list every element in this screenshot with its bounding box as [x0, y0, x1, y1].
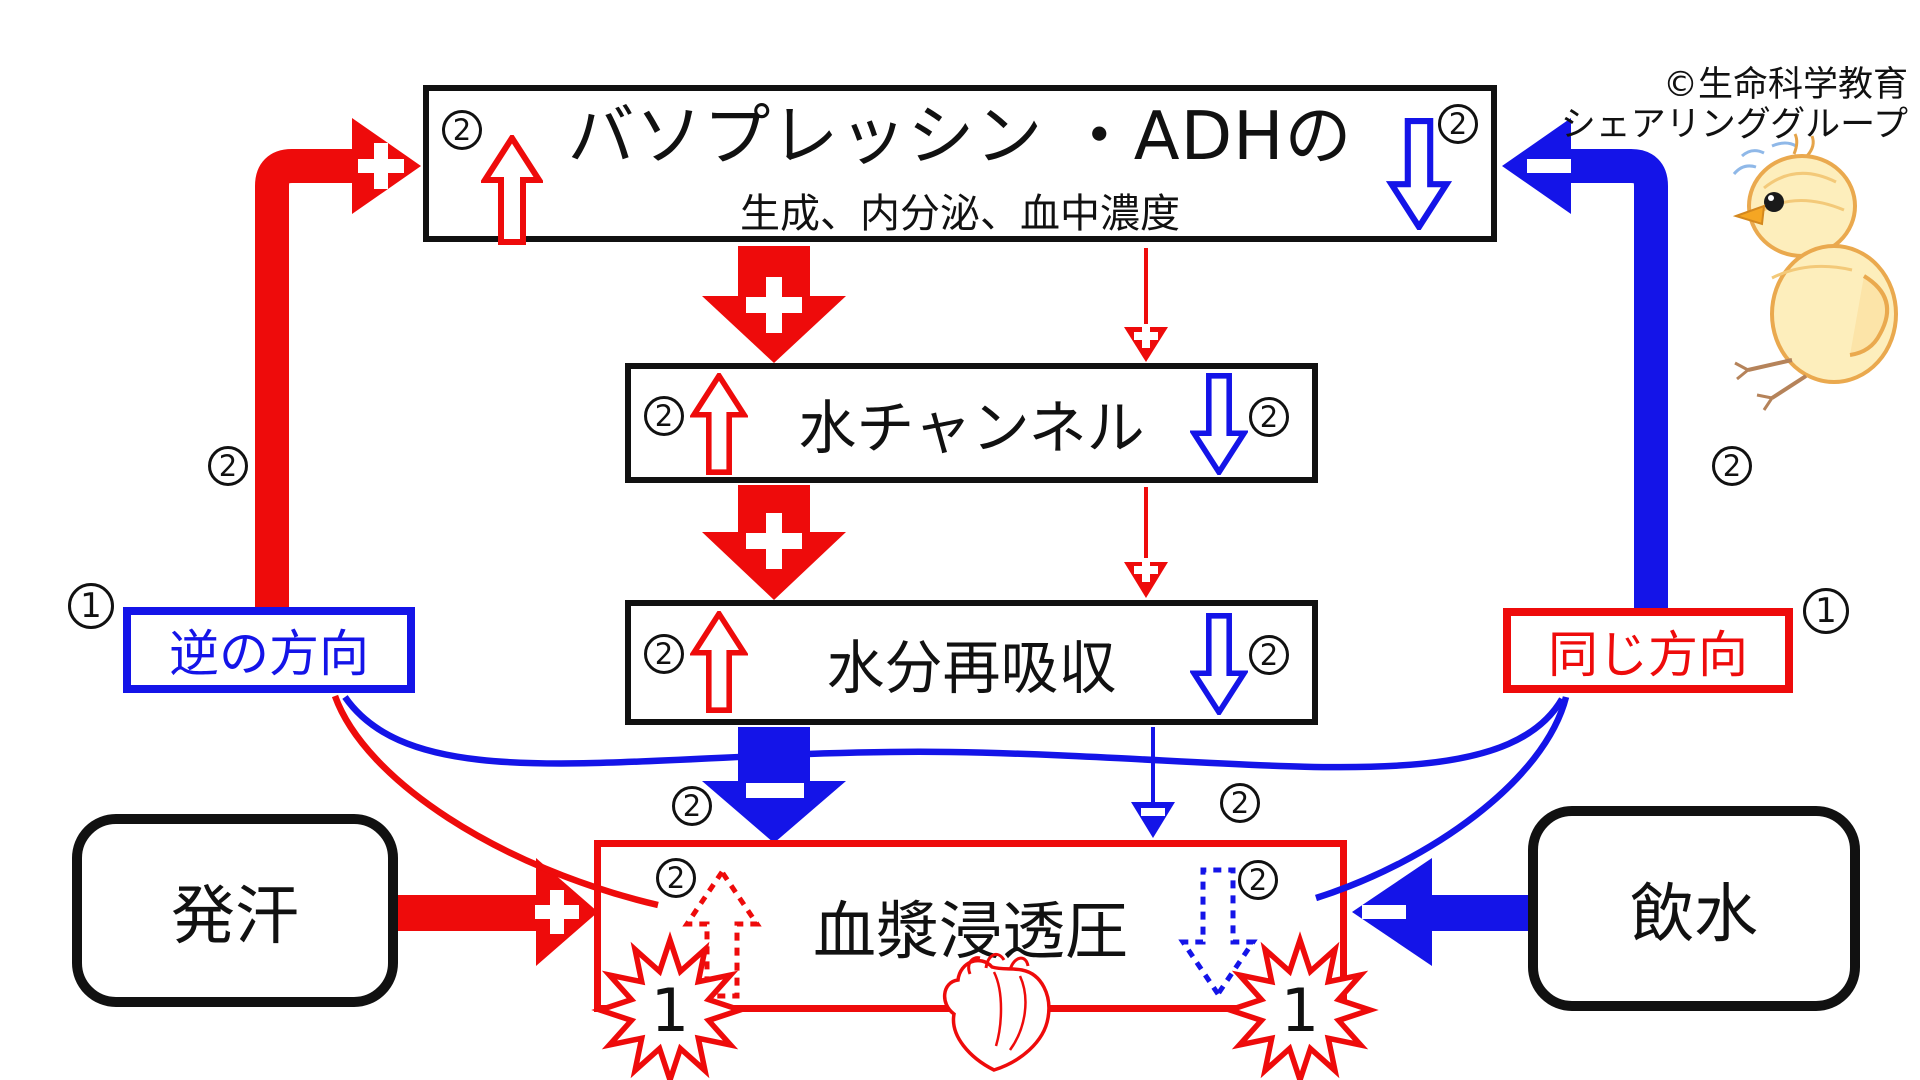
plus-sign — [1134, 324, 1158, 348]
decrease-arrow-icon — [1386, 118, 1452, 230]
vasopressin-title: バソプレッシン ・ADHの — [567, 97, 1353, 175]
starburst-right-number: 1 — [1281, 976, 1319, 1046]
plus-sign — [1134, 558, 1158, 582]
label-opposite-direction: 逆の方向 — [123, 607, 415, 693]
badge-blue-arrow-left: 2 — [672, 786, 712, 826]
badge-water-reabsorption-decrease: 2 — [1249, 635, 1289, 675]
plus-sign — [358, 143, 404, 189]
badge-opposite-direction-step: 1 — [68, 583, 114, 629]
starburst-left: 1 — [591, 931, 749, 1080]
decrease-arrow-icon — [1190, 373, 1248, 475]
increase-arrow-icon — [690, 373, 748, 475]
dotted-increase-arrow-icon — [682, 867, 762, 999]
increase-arrow-icon — [690, 611, 748, 713]
heart-illustration — [943, 952, 1051, 1072]
drinking-blue-arrow — [1352, 858, 1530, 966]
drinking-title: 飲水 — [1630, 877, 1758, 952]
same-direction-text: 同じ方向 — [1548, 625, 1748, 684]
opposite-direction-text: 逆の方向 — [169, 625, 369, 683]
minus-sign — [1527, 159, 1571, 173]
box-drinking: 飲水 — [1528, 806, 1860, 1011]
badge-same-direction-step: 1 — [1803, 588, 1849, 634]
badge-water-channel-decrease: 2 — [1249, 397, 1289, 437]
sweating-title: 発汗 — [171, 879, 299, 954]
badge-blue-feedback-path: 2 — [1712, 446, 1752, 486]
dotted-decrease-arrow-icon — [1178, 867, 1258, 999]
big-red-down-arrow-1 — [702, 246, 846, 363]
blue-elbow-up-arrow — [1502, 118, 1668, 640]
minus-sign — [746, 783, 804, 798]
thin-red-down-arrow-2 — [1124, 487, 1168, 598]
chick-illustration — [1732, 133, 1898, 411]
copyright-line1: ©生命科学教育 — [1662, 65, 1908, 105]
plus-sign — [535, 890, 579, 934]
badge-water-channel-increase: 2 — [644, 396, 684, 436]
plus-sign — [746, 277, 802, 333]
badge-osmolarity-increase: 2 — [656, 858, 696, 898]
label-same-direction: 同じ方向 — [1503, 608, 1793, 693]
starburst-right: 1 — [1221, 931, 1379, 1080]
water-channel-title: 水チャンネル — [798, 394, 1145, 462]
big-red-down-arrow-2 — [702, 485, 846, 600]
increase-arrow-icon — [481, 135, 543, 245]
decrease-arrow-icon — [1190, 613, 1248, 715]
vasopressin-subtitle: 生成、内分泌、血中濃度 — [740, 191, 1180, 237]
badge-vasopressin-increase: 2 — [442, 110, 482, 150]
copyright-line2: シェアリンググループ — [1560, 104, 1908, 145]
badge-red-feedback-path: 2 — [208, 446, 248, 486]
starburst-left-number: 1 — [651, 976, 689, 1046]
box-sweating: 発汗 — [72, 814, 398, 1007]
opposite-direction-red-curve — [331, 694, 659, 909]
sweating-red-arrow — [396, 858, 598, 966]
water-reabsorption-title: 水分再吸収 — [826, 633, 1117, 702]
minus-sign — [1362, 905, 1406, 919]
box-water-channel: 水チャンネル — [625, 363, 1318, 483]
minus-sign — [1141, 808, 1165, 816]
red-elbow-up-arrow — [255, 118, 421, 640]
plus-sign — [746, 513, 802, 569]
badge-osmolarity-decrease: 2 — [1238, 860, 1278, 900]
same-direction-blue-curve — [1315, 696, 1570, 902]
box-water-reabsorption: 水分再吸収 — [625, 600, 1318, 725]
badge-vasopressin-decrease: 2 — [1438, 104, 1478, 144]
thin-blue-down-arrow — [1131, 727, 1175, 838]
box-vasopressin-adh: バソプレッシン ・ADHの 生成、内分泌、血中濃度 — [423, 85, 1497, 242]
badge-thin-blue-arrow: 2 — [1220, 783, 1260, 823]
thin-red-down-arrow-1 — [1124, 248, 1168, 362]
plasma-osmolarity-title: 血漿浸透圧 — [813, 894, 1128, 968]
copyright-credit: ©生命科学教育 シェアリンググループ — [1560, 65, 1908, 145]
badge-water-reabsorption-increase: 2 — [644, 634, 684, 674]
label-connector-blue-curve — [342, 695, 1565, 771]
